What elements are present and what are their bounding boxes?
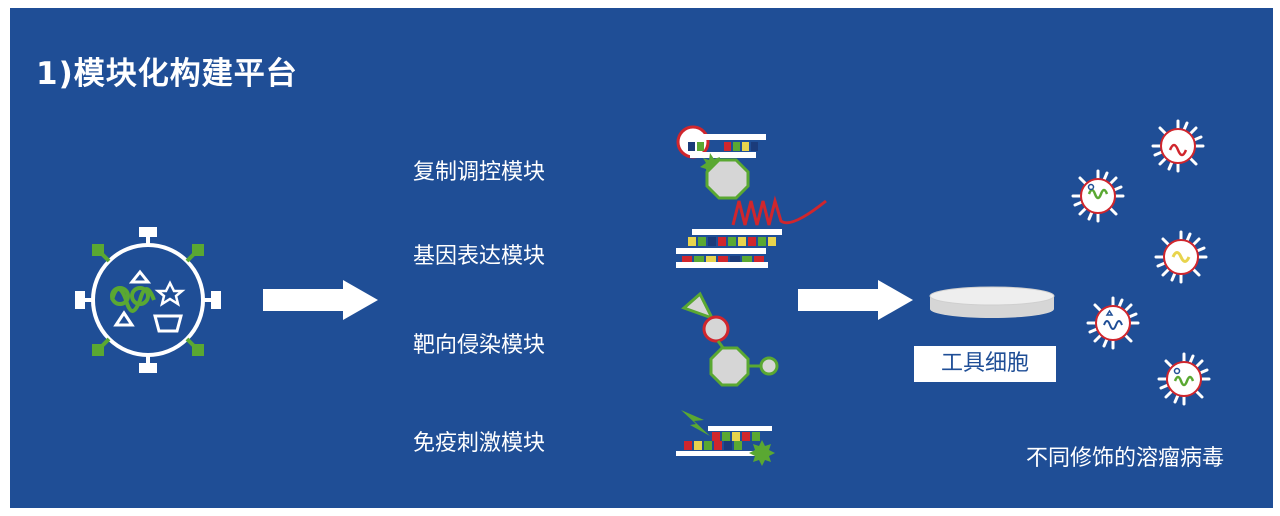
- modified-virus-icon: [1071, 169, 1125, 223]
- platform-virus-icon: [75, 227, 221, 373]
- page-title: 1)模块化构建平台: [36, 56, 298, 92]
- replication-module-icon: [676, 125, 766, 200]
- module-label-replication: 复制调控模块: [413, 160, 546, 185]
- module-label-immune-stimulation: 免疫刺激模块: [413, 431, 546, 456]
- diagram-panel: [10, 8, 1273, 508]
- tool-cell-label: 工具细胞: [914, 346, 1056, 382]
- modified-virus-icon: [1154, 230, 1208, 284]
- modified-virus-icon: [1157, 352, 1211, 406]
- modified-virus-icon: [1086, 296, 1140, 350]
- module-label-gene-expression: 基因表达模块: [413, 244, 546, 269]
- virus-caption: 不同修饰的溶瘤病毒: [1026, 446, 1225, 471]
- arrow-right-2: [798, 280, 913, 320]
- gene-expression-module-icon: [676, 195, 827, 268]
- modified-virus-icon: [1151, 119, 1205, 173]
- tool-cell-dish-icon: [929, 286, 1055, 318]
- targeted-infection-module-icon: [681, 291, 779, 387]
- module-label-targeted-infection: 靶向侵染模块: [413, 333, 546, 358]
- arrow-right-1: [263, 280, 378, 320]
- immune-stimulation-module-icon: [676, 410, 775, 466]
